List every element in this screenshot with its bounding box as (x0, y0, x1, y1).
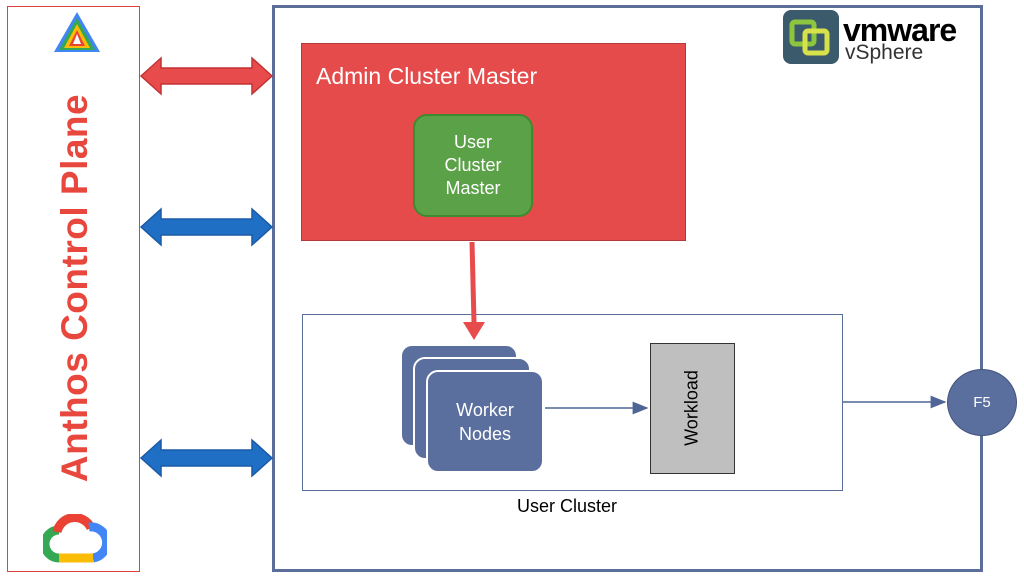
google-cloud-icon (43, 514, 107, 563)
master-to-workers-arrowhead (463, 322, 485, 340)
f5-load-balancer: F5 (947, 369, 1017, 436)
vmware-brand: vmware (843, 12, 957, 48)
user-cluster-box (302, 314, 843, 491)
admin-link-arrow (139, 56, 274, 96)
user-cluster-label: User Cluster (517, 496, 618, 516)
vsphere-product-name: vSphere (845, 41, 924, 64)
anthos-logo-icon (54, 12, 100, 52)
worker-nodes-box: Worker Nodes (426, 370, 544, 473)
user-cluster-master-box: User Cluster Master (413, 114, 533, 217)
anthos-control-plane-panel (7, 6, 140, 572)
f5-label: F5 (973, 394, 991, 411)
user-cluster-master-label: User Cluster Master (444, 132, 502, 198)
admin-cluster-master-title: Admin Cluster Master (316, 63, 538, 89)
master-to-workers-arrow-line (469, 241, 477, 323)
worker-nodes-label: Worker Nodes (456, 399, 514, 444)
control-link-arrow (139, 207, 274, 247)
user-cluster-link-arrow (139, 438, 274, 478)
vmware-logo-icon (783, 10, 839, 64)
workload-box (650, 343, 735, 474)
